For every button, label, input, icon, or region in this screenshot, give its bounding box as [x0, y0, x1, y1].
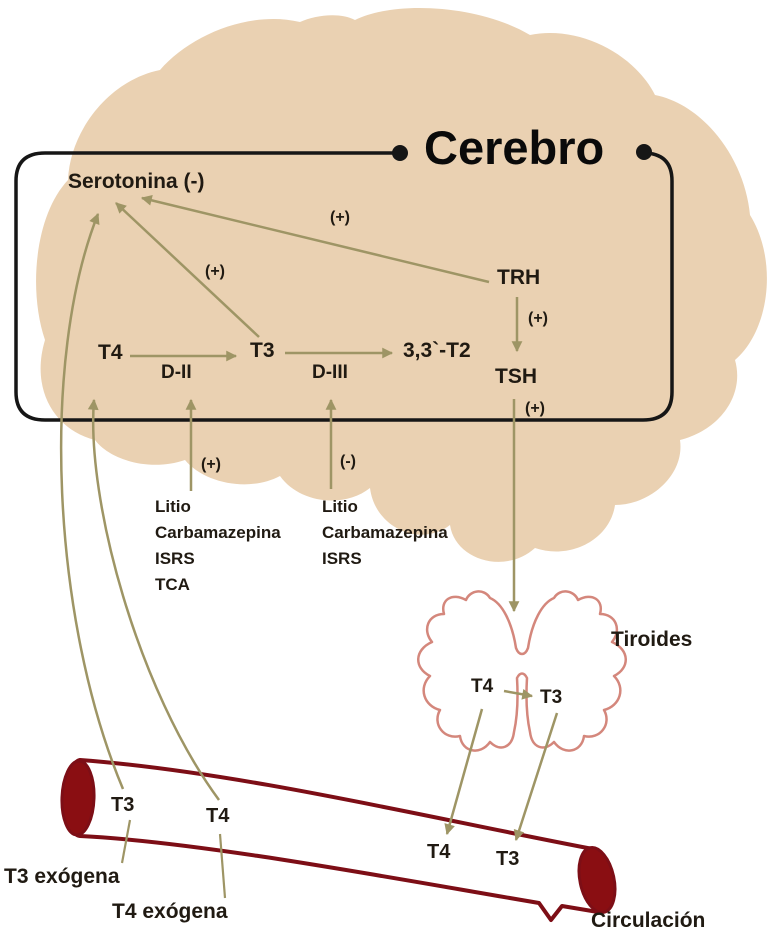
thyroid-shape — [417, 590, 627, 752]
d2-label: D-II — [161, 362, 192, 383]
cerebro-dot-right — [636, 144, 652, 160]
plus-tsh-thyroid-label: (+) — [525, 400, 545, 417]
arrow-vessel-t4-to-brain-t4 — [87, 398, 221, 801]
t3-thyroid-label: T3 — [540, 687, 563, 708]
blood-vessel — [64, 758, 613, 922]
t4-vessel-left-label: T4 — [206, 805, 230, 827]
t4-vessel-right-label: T4 — [427, 841, 451, 863]
tiroides-label: Tiroides — [611, 628, 693, 651]
drug-item: ISRS — [155, 549, 195, 568]
t3-vessel-right-label: T3 — [496, 848, 520, 870]
tsh-label: TSH — [495, 365, 537, 388]
drug-item: Litio — [155, 497, 191, 516]
t3-brain-label: T3 — [250, 339, 275, 362]
arrow-vessel-t3-to-serotonina — [59, 212, 125, 790]
arrow-thyroid-t4-to-vessel — [444, 708, 484, 836]
brain-shape — [36, 7, 767, 562]
arrow-trh-to-serotonina — [140, 195, 490, 284]
t3-vessel-left-label: T3 — [111, 794, 135, 816]
line-t4-exogena — [218, 833, 227, 899]
d3-label: D-III — [312, 362, 348, 383]
cerebro-dot-left — [392, 145, 408, 161]
minus-drugs-d3-label: (-) — [340, 453, 356, 470]
diagram-title: Cerebro — [424, 121, 605, 174]
plus-trh-serotonina-label: (+) — [330, 209, 350, 226]
t4-exogena-label: T4 exógena — [112, 900, 228, 923]
t3-exogena-label: T3 exógena — [4, 865, 120, 888]
line-t3-exogena — [120, 819, 132, 864]
arrow-t3-to-serotonina — [115, 202, 260, 338]
arrow-thyroid-t3-to-vessel — [513, 712, 559, 842]
plus-t3-serotonina-label: (+) — [205, 263, 225, 280]
drug-item: ISRS — [322, 549, 362, 568]
trh-label: TRH — [497, 266, 541, 289]
drug-item: TCA — [155, 575, 190, 594]
drug-item: Litio — [322, 497, 358, 516]
plus-trh-tsh-label: (+) — [528, 310, 548, 327]
feedback-loop-box — [14, 151, 674, 422]
drug-list-d2: Litio Carbamazepina ISRS TCA — [155, 494, 281, 598]
plus-drugs-d2-label: (+) — [201, 456, 221, 473]
vessel-end-left — [60, 759, 96, 837]
t2-label: 3,3`-T2 — [403, 339, 471, 362]
t4-brain-label: T4 — [98, 341, 123, 364]
drug-item: Carbamazepina — [155, 523, 281, 542]
arrow-thyroid-t4-to-t3 — [503, 688, 534, 700]
drug-item: Carbamazepina — [322, 523, 448, 542]
t4-thyroid-label: T4 — [471, 676, 494, 697]
circulacion-label: Circulación — [591, 909, 706, 932]
drug-list-d3: Litio Carbamazepina ISRS — [322, 494, 448, 572]
serotonina-label: Serotonina (-) — [68, 170, 205, 193]
vessel-end-right — [577, 846, 617, 914]
